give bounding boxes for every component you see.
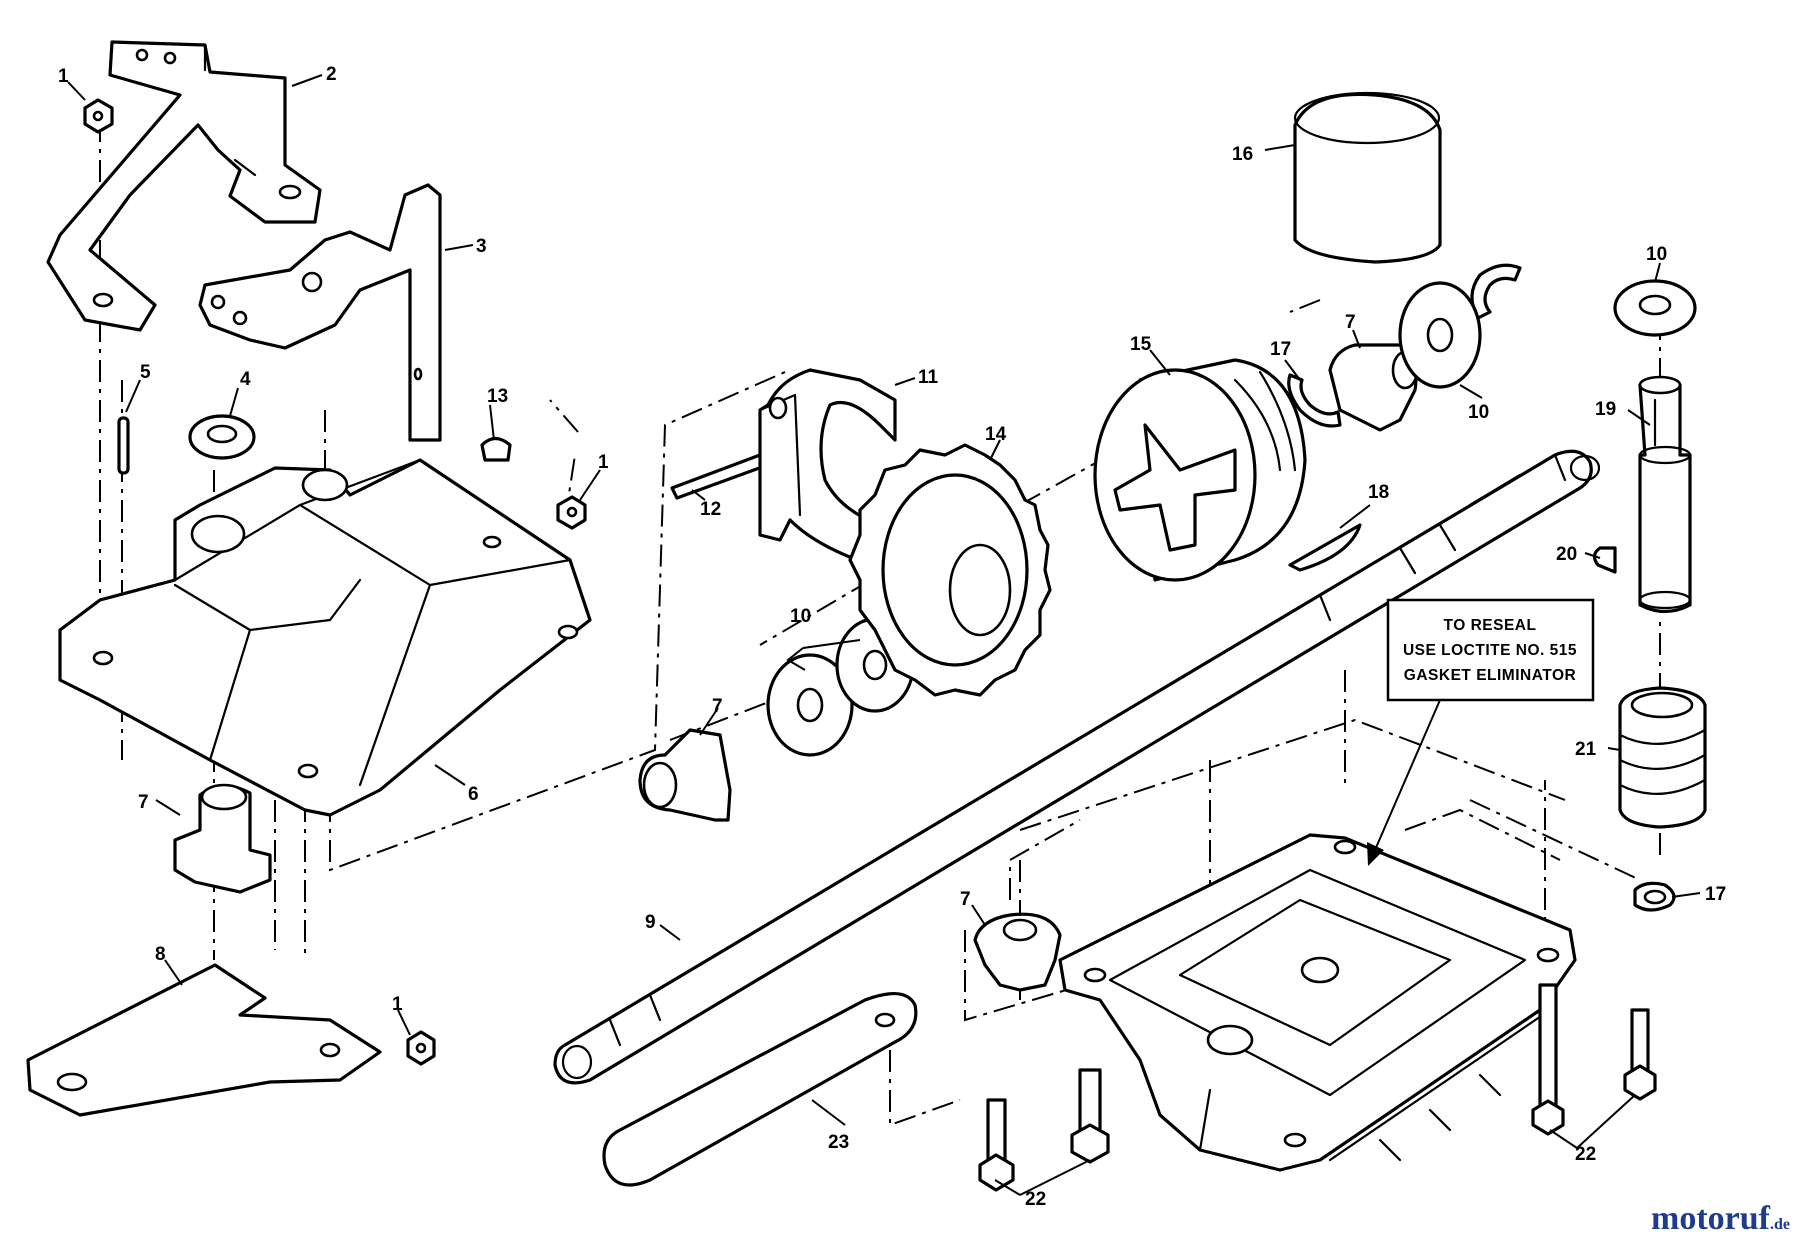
part-7-bushing-left <box>173 783 272 894</box>
callout-labels: 1 2 3 4 5 13 1 6 7 8 1 12 11 14 10 7 9 2… <box>58 64 1726 1210</box>
part-7-bushing-middle <box>638 728 732 822</box>
callout-1-middle: 1 <box>598 452 609 473</box>
part-20-key <box>1592 546 1617 574</box>
part-1-nut-top <box>83 98 114 134</box>
lower-gear-case <box>1058 833 1577 1172</box>
callout-22-right: 22 <box>1575 1144 1596 1165</box>
reseal-note: TO RESEAL USE LOCTITE NO. 515 GASKET ELI… <box>1367 598 1595 866</box>
callout-10-right: 10 <box>1468 402 1489 423</box>
part-17-retaining-ring-c <box>1633 881 1676 912</box>
reseal-note-line2: USE LOCTITE NO. 515 <box>1403 642 1577 659</box>
part-13-plug <box>480 436 512 462</box>
part-23-strap <box>602 992 918 1187</box>
callout-5: 5 <box>140 362 151 383</box>
callout-8: 8 <box>155 944 166 965</box>
callout-leaders <box>67 74 1701 1196</box>
watermark-brand: motoruf <box>1651 1200 1770 1237</box>
callout-17-upper: 17 <box>1270 339 1291 360</box>
part-10-washer-a <box>766 653 854 757</box>
reseal-note-line1: TO RESEAL <box>1444 617 1537 634</box>
part-2-bracket <box>46 40 322 332</box>
part-10-washer-c <box>1398 281 1482 389</box>
callout-7-middle: 7 <box>712 696 723 717</box>
callout-18: 18 <box>1368 482 1389 503</box>
part-10-washer-d <box>1613 279 1697 337</box>
watermark: motoruf.de <box>1651 1200 1790 1238</box>
callout-9: 9 <box>645 912 656 933</box>
part-22-bolt-b <box>978 1098 1015 1192</box>
callout-7-right: 7 <box>1345 312 1356 333</box>
callout-21: 21 <box>1575 739 1597 760</box>
part-22-bolt-a <box>1070 1068 1110 1164</box>
watermark-suffix: .de <box>1770 1216 1790 1233</box>
part-17-retaining-ring-a <box>1287 373 1342 428</box>
callout-23: 23 <box>828 1132 849 1153</box>
part-18-key <box>1288 523 1362 572</box>
part-19-worm-shaft <box>1638 375 1692 614</box>
part-7-bushing-lower-right <box>973 912 1062 992</box>
part-17-retaining-ring-b <box>1470 263 1522 320</box>
callout-14: 14 <box>985 424 1007 445</box>
callout-12: 12 <box>700 499 721 520</box>
callout-16: 16 <box>1232 144 1253 165</box>
callout-19: 19 <box>1595 399 1616 420</box>
part-15-clutch-pulley <box>1093 358 1307 582</box>
part-3-shift-lever <box>198 183 442 442</box>
part-1-nut-middle <box>556 495 587 530</box>
callout-20: 20 <box>1556 544 1577 565</box>
callout-22-left: 22 <box>1025 1189 1046 1210</box>
callout-1-bottom: 1 <box>392 994 403 1015</box>
part-22-bolt-c <box>1531 983 1565 1136</box>
callout-3: 3 <box>476 236 487 257</box>
callout-2: 2 <box>326 64 337 85</box>
callout-13: 13 <box>487 386 508 407</box>
callout-10-far-right: 10 <box>1646 244 1667 265</box>
part-8-plate <box>26 963 382 1117</box>
part-12-pin <box>670 453 767 500</box>
reseal-note-line3: GASKET ELIMINATOR <box>1404 667 1576 684</box>
callout-15: 15 <box>1130 334 1152 355</box>
part-4-washer <box>188 414 256 460</box>
callout-6: 6 <box>468 784 479 805</box>
part-22-bolt-d <box>1623 1008 1657 1101</box>
part-21-worm <box>1618 686 1707 829</box>
callout-7-lower-right: 7 <box>960 889 971 910</box>
part-6-housing-cover <box>58 458 592 817</box>
callout-4: 4 <box>240 369 251 390</box>
part-14-gear <box>848 443 1052 697</box>
part-1-nut-bottom <box>406 1030 436 1066</box>
callout-11: 11 <box>918 367 939 388</box>
part-9-shaft <box>553 449 1601 1085</box>
part-16-cylinder <box>1293 91 1442 264</box>
callout-1-top: 1 <box>58 66 69 87</box>
callout-10-middle: 10 <box>790 606 811 627</box>
callout-7-left: 7 <box>138 792 149 813</box>
part-5-pin <box>117 416 130 475</box>
callout-17-lower: 17 <box>1705 884 1726 905</box>
